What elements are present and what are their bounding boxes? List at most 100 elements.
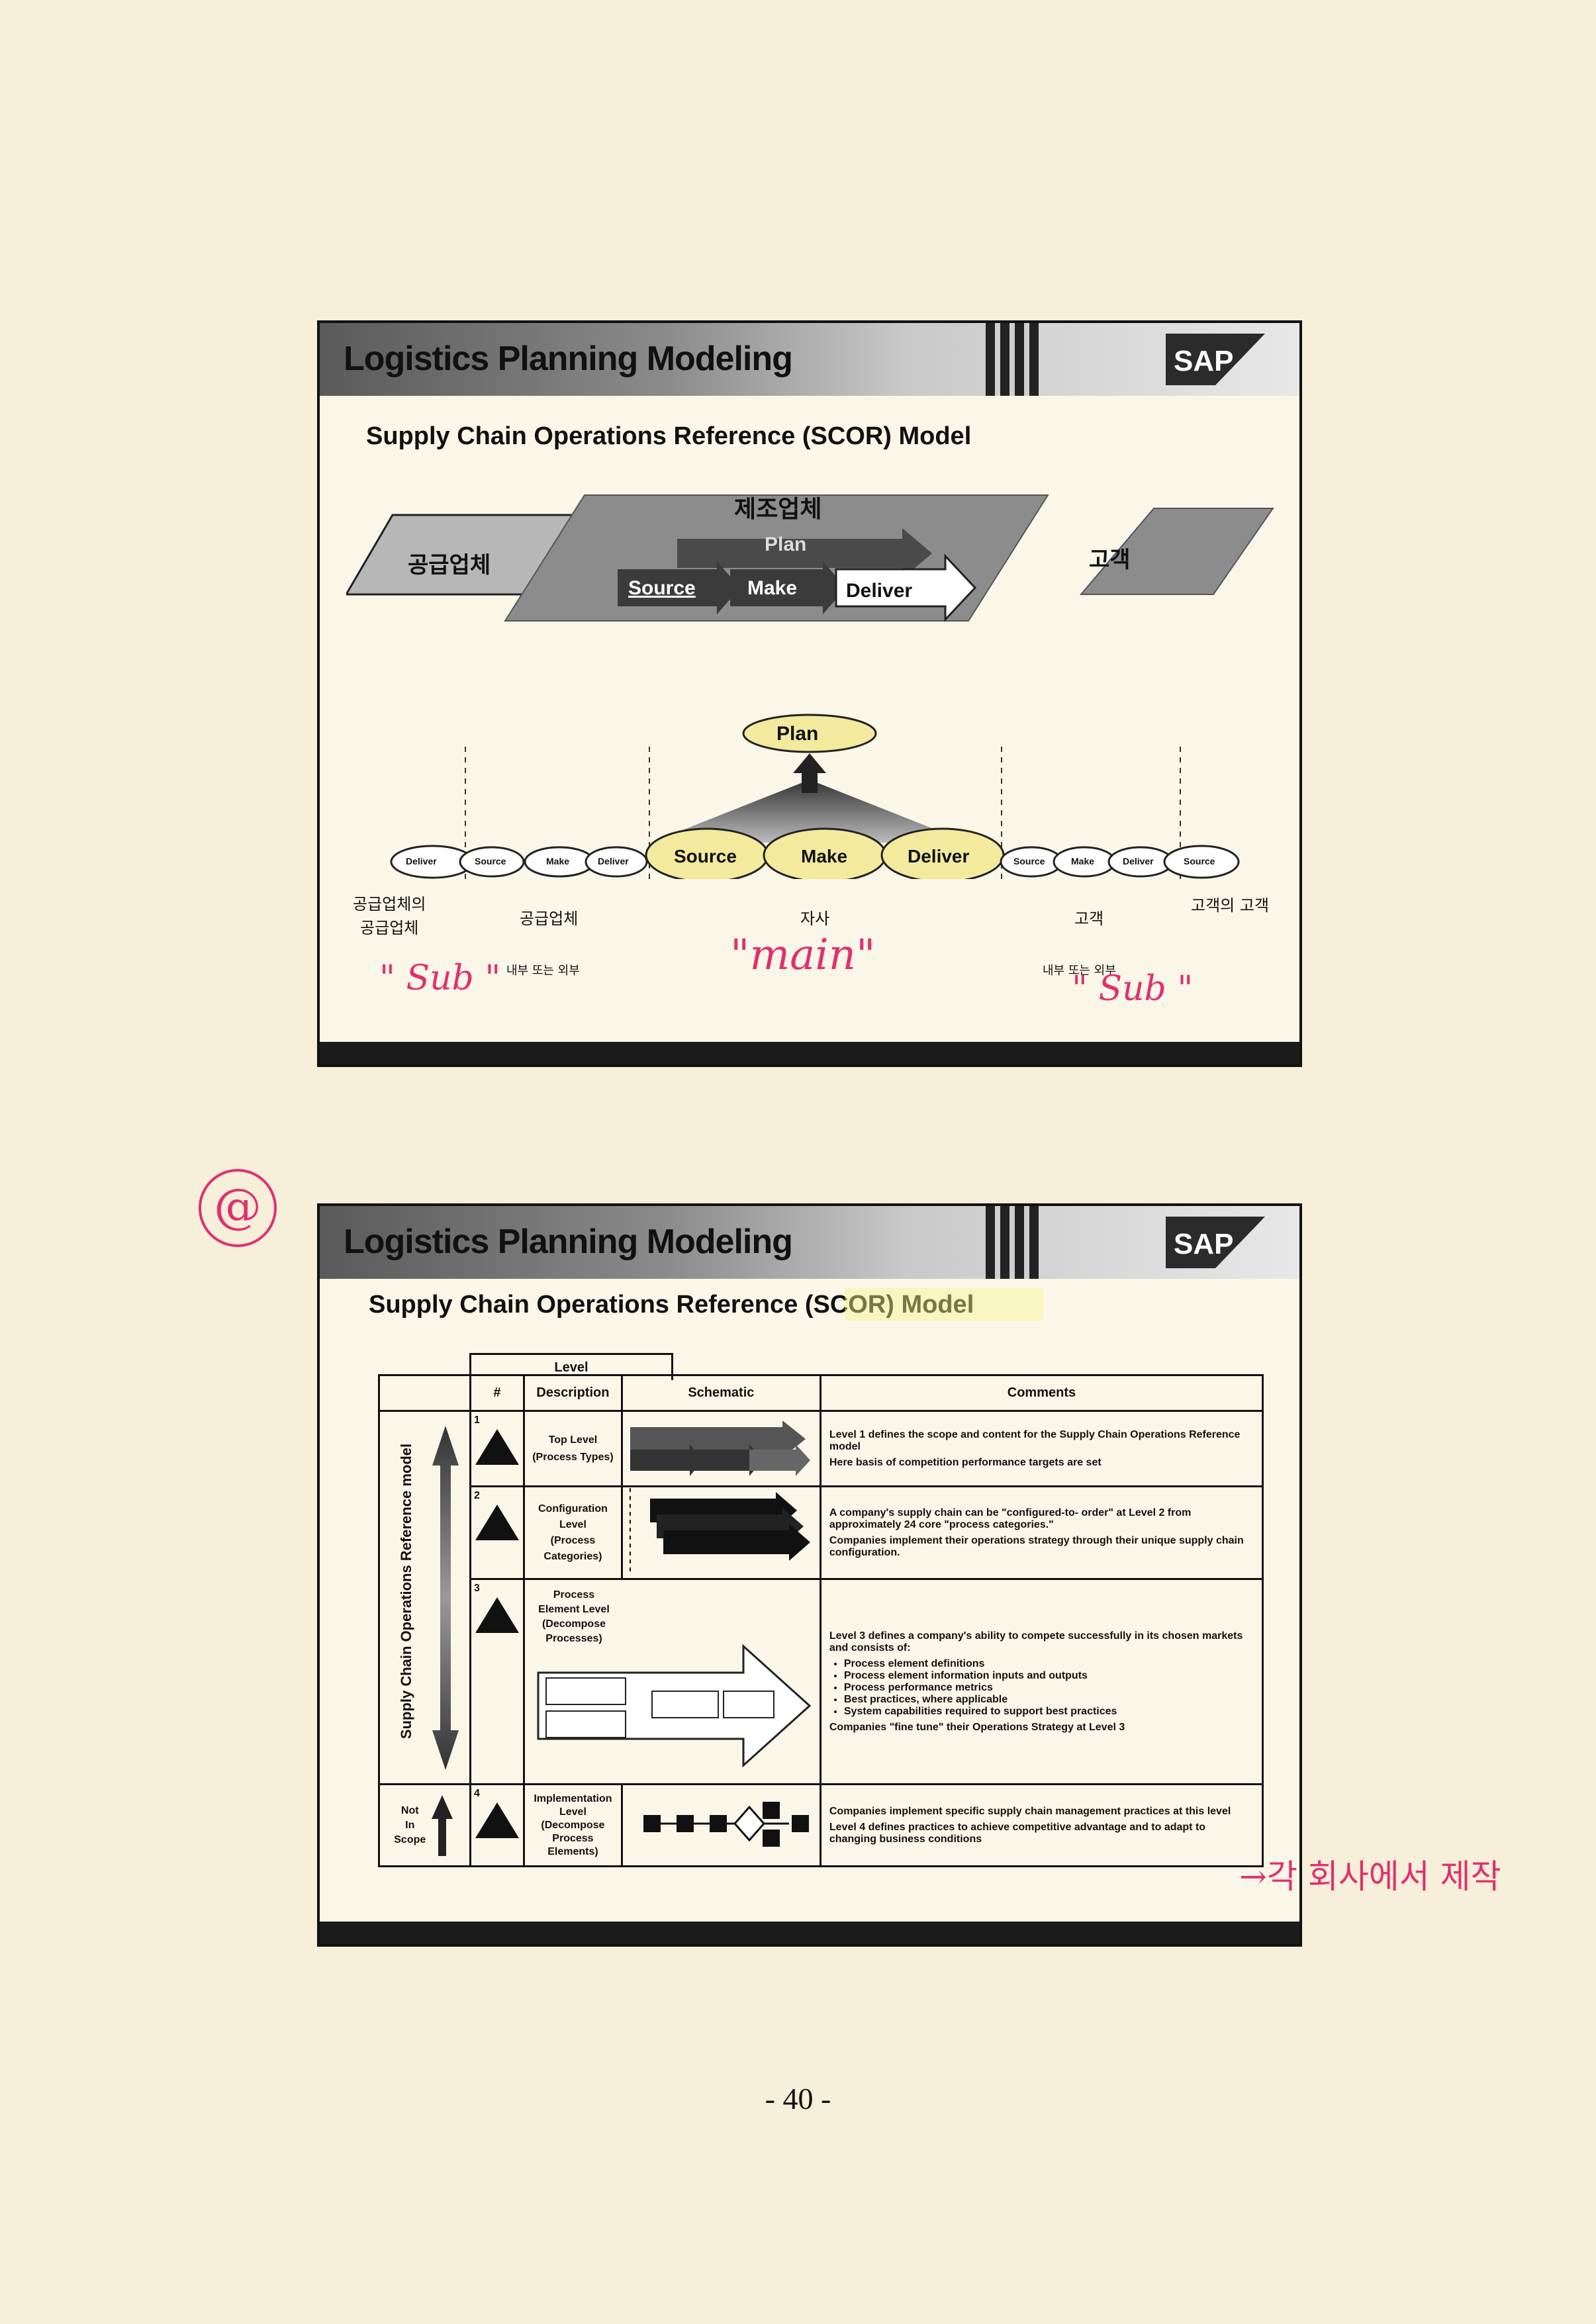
handwritten-right-note: →각 회사에서 제작 <box>1239 1857 1501 1896</box>
header-blank <box>378 1374 471 1412</box>
company-label: 자사 <box>800 909 830 928</box>
slide-subtitle: Supply Chain Operations Reference (SCOR)… <box>366 422 972 450</box>
svg-text:SAP: SAP <box>1174 345 1233 377</box>
level1-schematic-icon <box>630 1420 810 1476</box>
triangle-icon <box>475 1429 519 1465</box>
scor-chain-diagram <box>390 714 1240 879</box>
chain-small-left-1: Source <box>475 856 506 866</box>
level4-schematic-icon <box>643 1802 809 1847</box>
handwritten-sub-right: " Sub " <box>1072 969 1194 1009</box>
level2-schematic-icon <box>629 1488 810 1574</box>
slide-header: Logistics Planning Modeling SAP <box>320 1206 1299 1279</box>
plan-arrow <box>677 528 932 579</box>
customer-bottom-label: 고객 <box>1074 909 1104 928</box>
triangle-icon <box>475 1505 519 1540</box>
internal-external-right: 내부 또는 외부 <box>1043 964 1116 978</box>
row4-comments: Companies implement specific supply chai… <box>819 1783 1264 1867</box>
plan-fan <box>651 780 968 843</box>
chain-small-left-2: Make <box>546 856 570 866</box>
row1-desc: Top Level (Process Types) <box>522 1410 623 1487</box>
chain-main-source: Source <box>674 846 737 866</box>
scor-levels-table: # Description Schematic Comments Supply … <box>378 1374 1264 1867</box>
scor-top-diagram <box>346 494 1274 622</box>
supplier-bottom-label: 공급업체 <box>520 909 579 928</box>
chain-main-make: Make <box>801 846 848 866</box>
row4-num-cell: 4 <box>469 1783 525 1867</box>
make-arrow <box>730 561 846 614</box>
row4-schematic <box>620 1783 821 1867</box>
row2-num: 2 <box>473 1490 480 1501</box>
handwritten-sub-left: " Sub " <box>379 958 501 998</box>
deliver-arrow <box>835 553 977 622</box>
table-row: 2 Configuration Level (Process Categorie… <box>379 1485 1264 1580</box>
chain-small-left-3: Deliver <box>598 856 629 866</box>
source-label: Source <box>628 577 696 599</box>
source-arrow <box>618 561 740 614</box>
col-comments-header: Comments <box>819 1374 1264 1412</box>
customer-label: 고객 <box>1089 547 1131 573</box>
row3-bullets: Process element definitions Process elem… <box>829 1658 1254 1718</box>
col-schematic-header: Schematic <box>620 1374 821 1412</box>
handwritten-main: "main" <box>730 931 876 980</box>
not-in-scope-label: Not In Scope <box>394 1804 426 1845</box>
side-label: Supply Chain Operations Reference model <box>398 1443 414 1740</box>
highlight-mark <box>845 1288 1043 1321</box>
internal-external-left: 내부 또는 외부 <box>506 964 580 978</box>
row3-num-cell: 3 <box>469 1578 525 1785</box>
plan-label: Plan <box>765 534 807 555</box>
row1-num-cell: 1 <box>469 1410 525 1487</box>
col-desc-header: Description <box>522 1374 623 1412</box>
table-row: Supply Chain Operations Reference model … <box>378 1410 1264 1785</box>
side-label-cell: Supply Chain Operations Reference model <box>378 1410 471 1785</box>
slide-footer <box>320 1042 1299 1064</box>
up-arrow-icon <box>431 1794 453 1856</box>
level-header: Level <box>469 1353 673 1380</box>
row4-desc: Implementation Level (Decompose Process … <box>522 1783 623 1867</box>
triangle-icon <box>475 1597 519 1633</box>
sap-logo: SAP <box>1166 1217 1265 1268</box>
row3-desc-schematic: Process Element Level (Decompose Process… <box>522 1578 821 1785</box>
row3-num: 3 <box>473 1583 480 1594</box>
plan-up-arrow <box>793 753 826 793</box>
header-bars <box>986 323 1039 396</box>
triangle-icon <box>475 1802 519 1838</box>
row4-num: 4 <box>473 1788 480 1799</box>
suppliers-supplier-label: 공급업체의 공급업체 <box>353 895 426 937</box>
plan-ellipse <box>742 714 877 753</box>
header-bars <box>986 1206 1039 1279</box>
chain-small-right-1: Make <box>1071 856 1095 866</box>
row1-schematic <box>620 1410 821 1487</box>
chain-small-right-3: Source <box>1184 856 1215 866</box>
svg-text:SAP: SAP <box>1174 1228 1233 1260</box>
not-in-scope-cell: Not In Scope <box>378 1783 471 1867</box>
slide-title: Logistics Planning Modeling <box>344 340 793 378</box>
manufacturer-label: 제조업체 <box>734 496 822 523</box>
col-num-header: # <box>469 1374 525 1412</box>
slide-footer <box>320 1922 1299 1944</box>
slide-title: Logistics Planning Modeling <box>344 1223 793 1261</box>
slide-scor-levels: Logistics Planning Modeling SAP Supply C… <box>317 1203 1302 1947</box>
table-row: 3 Process Element Level (Decompose Proce… <box>379 1578 1264 1785</box>
table-row: Not In Scope 4 Implementation Level (Dec… <box>378 1783 1264 1867</box>
double-arrow-icon <box>432 1425 459 1770</box>
row1-comments: Level 1 defines the scope and content fo… <box>819 1410 1264 1487</box>
chain-small-right-2: Deliver <box>1123 856 1154 866</box>
chain-small-right-0: Source <box>1013 856 1045 866</box>
row2-comments: A company's supply chain can be "configu… <box>819 1485 1264 1580</box>
supplier-label: 공급업체 <box>408 552 491 579</box>
chain-small-left-0: Deliver <box>406 856 437 866</box>
row3-desc: Process Element Level (Decompose Process… <box>538 1589 610 1644</box>
page-number: - 40 - <box>765 2082 831 2115</box>
customer-shape <box>1079 508 1274 595</box>
deliver-label: Deliver <box>846 580 913 602</box>
row2-desc: Configuration Level (Process Categories) <box>522 1485 623 1580</box>
chain-plan-label: Plan <box>776 723 819 745</box>
slide-scor-overview: Logistics Planning Modeling SAP Supply C… <box>317 320 1302 1067</box>
customers-customer-label: 고객의 고객 <box>1191 896 1270 915</box>
level3-schematic-icon <box>537 1644 812 1768</box>
slide-subtitle: Supply Chain Operations Reference (SCOR)… <box>369 1291 974 1319</box>
sap-logo: SAP <box>1166 334 1265 385</box>
row1-num: 1 <box>473 1415 480 1426</box>
row2-schematic <box>620 1485 821 1580</box>
slide-header: Logistics Planning Modeling SAP <box>320 323 1299 396</box>
